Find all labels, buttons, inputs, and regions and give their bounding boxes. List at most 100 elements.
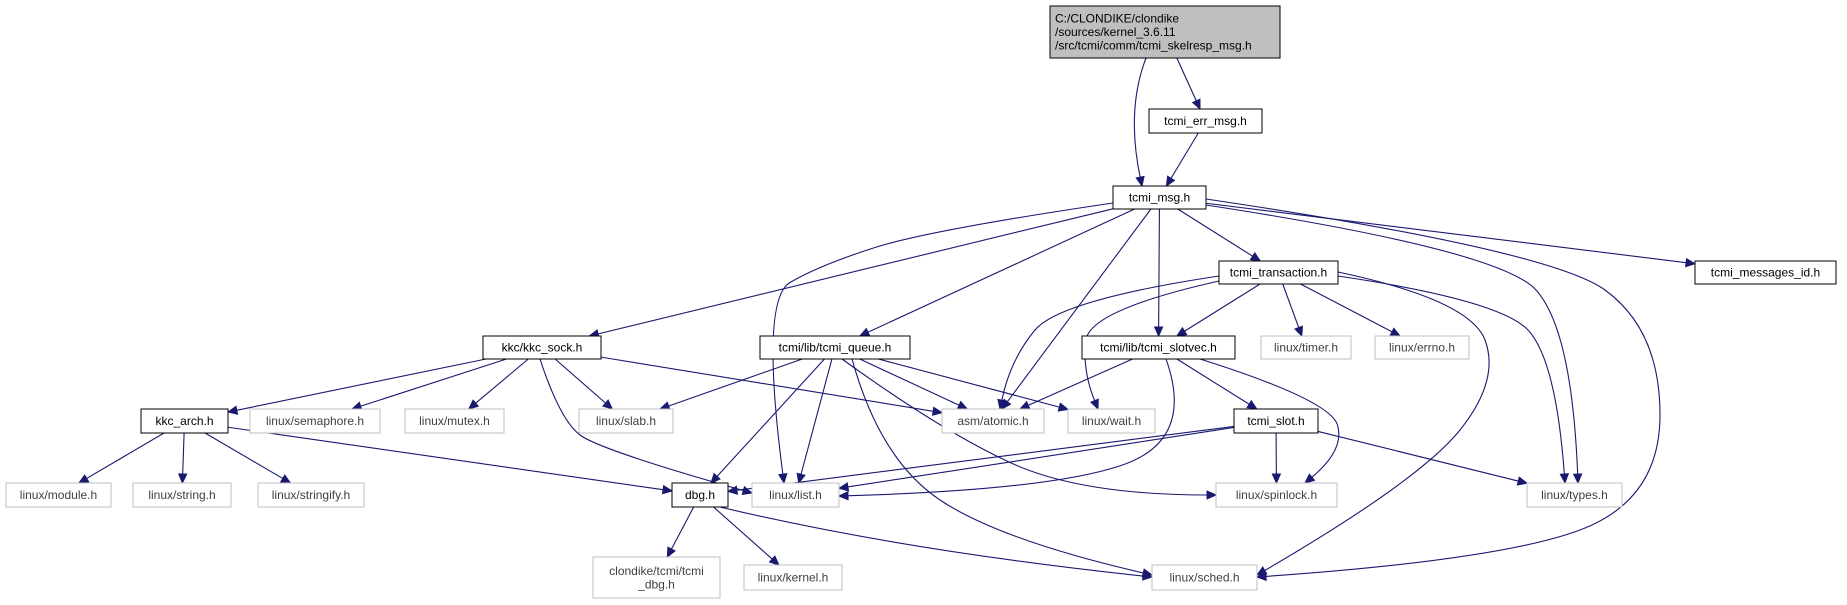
edge-arrowhead xyxy=(226,405,239,415)
node-tcmi-slot[interactable]: tcmi_slot.h xyxy=(1233,408,1319,434)
edge-kkc_sock-to-kkc_arch xyxy=(226,358,487,415)
edge-line xyxy=(866,208,1135,334)
node-label: linux/sched.h xyxy=(1169,571,1239,585)
node-linux-semaphore: linux/semaphore.h xyxy=(249,408,381,434)
edge-kkc_arch-to-linux_string xyxy=(177,432,188,485)
edge-kkc_arch-to-dbg xyxy=(227,426,674,495)
edge-line xyxy=(1158,208,1160,329)
edge-root-to-tcmi_err_msg xyxy=(1176,57,1201,111)
edge-kkc_sock-to-linux_mutex xyxy=(467,358,529,410)
edge-arrowhead xyxy=(778,472,788,485)
edge-line xyxy=(859,358,961,407)
node-box xyxy=(1151,564,1258,591)
node-label: linux/kernel.h xyxy=(758,571,829,585)
edge-tcmi_msg-to-tcmi_slotvec xyxy=(1153,208,1164,338)
edge-arrowhead xyxy=(1389,327,1402,337)
node-tcmi-msg[interactable]: tcmi_msg.h xyxy=(1112,185,1207,210)
edge-line xyxy=(878,358,1061,408)
edge-tcmi_slot-to-linux_types xyxy=(1317,430,1529,486)
node-label: linux/errno.h xyxy=(1389,341,1455,355)
edge-line xyxy=(1205,198,1661,577)
edge-arrowhead xyxy=(1089,398,1099,411)
edge-line xyxy=(667,358,803,407)
edge-arrowhead xyxy=(1684,257,1697,268)
edge-line xyxy=(1205,204,1579,476)
node-linux-list: linux/list.h xyxy=(751,482,840,508)
edge-line xyxy=(1205,202,1688,264)
edge-tcmi_queue-to-dbg xyxy=(710,358,825,484)
edge-arrowhead xyxy=(1294,325,1303,338)
edge-line xyxy=(719,506,1145,577)
node-tcmi-queue[interactable]: tcmi/lib/tcmi_queue.h xyxy=(759,335,911,360)
node-label: kkc/kkc_sock.h xyxy=(502,341,583,355)
edge-tcmi_queue-to-linux_wait xyxy=(878,358,1070,412)
node-box xyxy=(1081,335,1236,360)
node-label: linux/types.h xyxy=(1541,488,1608,502)
node-kkc-sock[interactable]: kkc/kkc_sock.h xyxy=(482,335,602,360)
node-label: kkc_arch.h xyxy=(155,414,213,428)
edge-arrowhead xyxy=(279,474,292,484)
node-tcmi-transaction[interactable]: tcmi_transaction.h xyxy=(1218,260,1339,285)
edge-tcmi_queue-to-linux_slab xyxy=(658,358,803,411)
node-label: tcmi_transaction.h xyxy=(1230,266,1327,280)
node-kkc-arch[interactable]: kkc_arch.h xyxy=(140,408,229,434)
edge-kkc_sock-to-linux_list xyxy=(539,358,754,496)
node-box xyxy=(1112,185,1207,210)
node-linux-slab: linux/slab.h xyxy=(578,408,674,434)
node-box xyxy=(257,482,365,508)
node-linux-string: linux/string.h xyxy=(132,482,232,508)
edge-arrowhead xyxy=(726,485,739,495)
node-dbg[interactable]: dbg.h xyxy=(671,482,729,508)
edge-arrowhead xyxy=(837,482,850,492)
edge-tcmi_transaction-to-linux_wait xyxy=(1084,280,1220,411)
edge-tcmi_transaction-to-tcmi_slotvec xyxy=(1175,283,1261,337)
node-box xyxy=(743,564,843,591)
edge-arrowhead xyxy=(1271,473,1282,485)
node-label: tcmi_err_msg.h xyxy=(1164,114,1247,128)
edge-kkc_sock-to-linux_slab xyxy=(554,358,614,410)
edge-tcmi_slot-to-dbg xyxy=(726,425,1235,495)
edge-line xyxy=(182,432,185,476)
edge-tcmi_transaction-to-linux_errno xyxy=(1300,283,1402,337)
node-label: clondike/tcmi/tcmi xyxy=(609,564,704,578)
edge-arrowhead xyxy=(1175,326,1188,337)
node-label: linux/string.h xyxy=(148,488,215,502)
node-tcmi-messages-id[interactable]: tcmi_messages_id.h xyxy=(1694,260,1837,285)
node-tcmi-err-msg[interactable]: tcmi_err_msg.h xyxy=(1148,108,1263,134)
edge-line xyxy=(539,358,745,492)
node-box xyxy=(1049,5,1281,59)
node-box xyxy=(592,556,721,599)
edge-line xyxy=(1133,57,1147,179)
node-label: tcmi_msg.h xyxy=(1129,191,1190,205)
header-nodes: C:/CLONDIKE/clondike/sources/kernel_3.6.… xyxy=(5,5,1837,599)
edge-arrowhead xyxy=(768,555,780,566)
edge-arrowhead xyxy=(666,546,676,559)
edge-line xyxy=(1317,430,1520,482)
edge-tcmi_msg-to-kkc_sock xyxy=(588,208,1114,339)
edge-line xyxy=(1170,132,1199,180)
node-label: dbg.h xyxy=(685,488,715,502)
edge-tcmi_msg-to-asm_atomic xyxy=(1001,208,1152,410)
edge-line xyxy=(1084,280,1220,402)
node-root[interactable]: C:/CLONDIKE/clondike/sources/kernel_3.6.… xyxy=(1049,5,1281,59)
node-box xyxy=(751,482,840,508)
node-tcmi-slotvec[interactable]: tcmi/lib/tcmi_slotvec.h xyxy=(1081,335,1236,360)
edge-arrowhead xyxy=(1191,98,1201,111)
node-label: /sources/kernel_3.6.11 xyxy=(1055,25,1176,39)
edge-kkc_sock-to-asm_atomic xyxy=(600,356,944,416)
node-box xyxy=(578,408,674,434)
edge-arrowhead xyxy=(1516,476,1529,486)
edge-tcmi_slotvec-to-asm_atomic xyxy=(1018,358,1133,410)
node-box xyxy=(1148,108,1263,134)
edge-tcmi_slotvec-to-tcmi_slot xyxy=(1176,358,1258,410)
node-box xyxy=(941,408,1045,434)
node-label: linux/slab.h xyxy=(596,414,656,428)
node-box xyxy=(1260,335,1352,360)
node-box xyxy=(1694,260,1837,285)
node-label: asm/atomic.h xyxy=(957,414,1028,428)
node-label: tcmi/lib/tcmi_slotvec.h xyxy=(1100,341,1217,355)
edge-kkc_arch-to-linux_module xyxy=(77,432,165,484)
edge-tcmi_slotvec-to-linux_list xyxy=(837,358,1175,501)
node-box xyxy=(759,335,911,360)
